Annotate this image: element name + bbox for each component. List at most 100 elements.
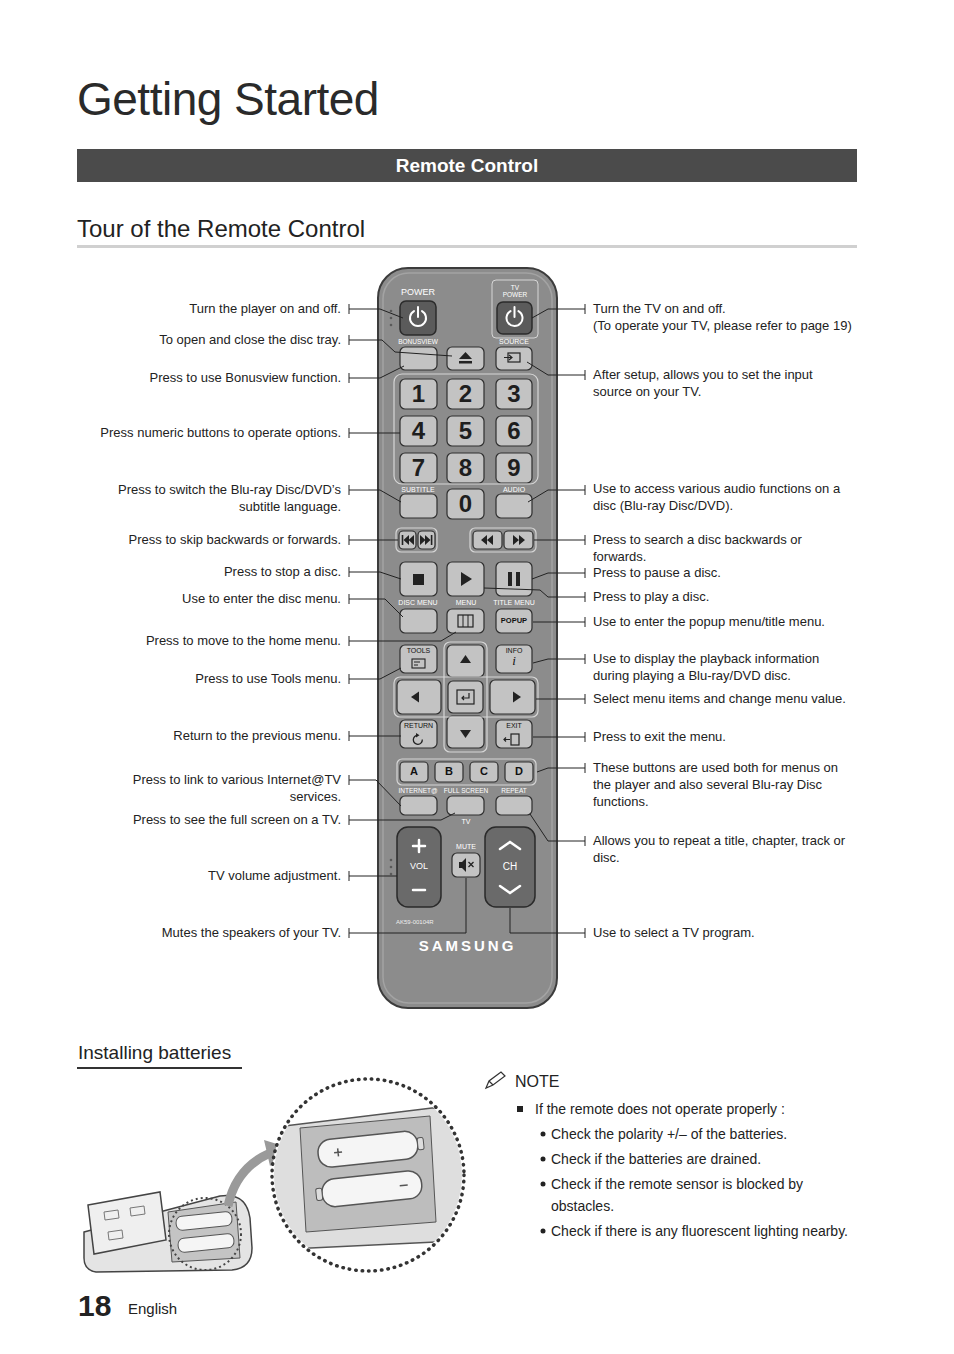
button-face [447, 645, 484, 677]
bullet-mark [541, 1229, 546, 1234]
battery-illustration [177, 1233, 234, 1253]
section-band: Remote Control [77, 149, 857, 182]
bullet-mark [541, 1157, 546, 1162]
button-face [400, 453, 437, 483]
button-label: B [445, 766, 453, 778]
digit-button: 5 [447, 416, 484, 446]
power-button [400, 301, 436, 335]
battery-illustration [268, 1108, 466, 1250]
button-group-outline [394, 374, 538, 484]
return-button: RETURN [400, 720, 437, 748]
button-icon [460, 655, 471, 663]
callout-text: Press to pause a disc. [593, 564, 873, 581]
button-caption: TITLE MENU [484, 599, 544, 607]
button-label: 3 [507, 381, 520, 406]
leader-line [349, 594, 403, 617]
channel-rocker: CH [485, 827, 535, 907]
button-label: 0 [459, 491, 472, 516]
button-icon [460, 730, 471, 738]
leader-line [536, 694, 585, 704]
callout-text: Press to search a disc backwards or forw… [593, 531, 843, 565]
digit-button: 0 [447, 489, 484, 519]
button-caption: AUDIO [484, 486, 544, 494]
button-icon [516, 572, 520, 586]
button-face [397, 347, 535, 877]
button-face [400, 379, 437, 409]
battery-illustration [300, 1116, 436, 1232]
leader-line [349, 304, 403, 318]
battery-illustration [334, 1148, 343, 1157]
button-face [470, 762, 498, 782]
callout-text: Press to exit the menu. [593, 728, 873, 745]
button-icon [481, 535, 493, 545]
digit-button: 9 [496, 453, 532, 483]
button-icon [463, 615, 468, 627]
button-icon [414, 662, 420, 665]
battery-illustration [315, 1170, 423, 1209]
button-face [400, 762, 428, 782]
button-icon [504, 738, 510, 742]
button-face [448, 681, 483, 713]
tools-button: TOOLS [400, 645, 437, 673]
button-group-outline [396, 528, 437, 552]
rocker-button [397, 827, 441, 907]
battery-illustration [88, 1192, 166, 1254]
note-icon [486, 1072, 505, 1088]
button-caption: TV [485, 284, 545, 292]
button-icon [416, 733, 420, 738]
button-caption: MUTE [436, 843, 496, 851]
callout-text: Select menu items and change menu value. [593, 690, 893, 707]
leader-line [534, 535, 585, 545]
button-icon [458, 615, 473, 627]
volume-rocker: VOL [397, 827, 441, 907]
button-caption: BONUSVIEW [388, 338, 448, 346]
battery-illustration [316, 1188, 323, 1201]
button-caption: REPEAT [484, 787, 544, 795]
leader-line [349, 567, 401, 579]
subheading-underline [77, 1067, 242, 1069]
remote-print: AK59-00104R [396, 919, 476, 925]
button-label: C [480, 766, 488, 778]
callout-text: Use to enter the disc menu. [41, 590, 341, 607]
bullet-mark [517, 1106, 546, 1234]
button-face [418, 531, 435, 549]
heading-rule [77, 245, 857, 248]
button-face [452, 853, 480, 877]
note-text: Check if the batteries are drained. [551, 1150, 881, 1168]
digit-button: 3 [496, 379, 532, 409]
button-caption: POWER [485, 291, 545, 299]
button-group-outline [394, 677, 538, 717]
button-caption: SUBTITLE [388, 486, 448, 494]
callout-text: Turn the TV on and off. [593, 300, 873, 317]
button-label: 2 [459, 381, 472, 406]
button-face [400, 494, 437, 518]
color-button: B [435, 762, 463, 782]
button-label: 6 [507, 418, 520, 443]
button-label: 7 [412, 455, 425, 480]
button-caption: MENU [436, 599, 496, 607]
bullet-mark [541, 1132, 546, 1137]
callout-text: Press to link to various Internet@TV ser… [116, 771, 341, 805]
remote-body [390, 873, 393, 876]
button-group-outline [397, 759, 536, 785]
button-icon [404, 535, 415, 545]
note-text: Check if the remote sensor is blocked by… [551, 1173, 826, 1217]
digit-button: 1 [400, 379, 437, 409]
button-icon [459, 858, 466, 872]
button-caption: INTERNET@ [388, 787, 448, 795]
button-label: i [512, 654, 516, 668]
subheading-underline [77, 1067, 242, 1069]
leader-line [349, 731, 401, 741]
button-face [400, 720, 437, 748]
leader-line [349, 335, 452, 356]
remote-body [390, 324, 393, 327]
button-label: Remote Control [396, 156, 539, 176]
page-title: Getting Started [77, 76, 379, 122]
button-icon [469, 862, 474, 867]
tv-power-button [507, 307, 523, 326]
button-face [447, 347, 484, 370]
button-icon [462, 693, 469, 700]
color-button: A [400, 762, 428, 782]
